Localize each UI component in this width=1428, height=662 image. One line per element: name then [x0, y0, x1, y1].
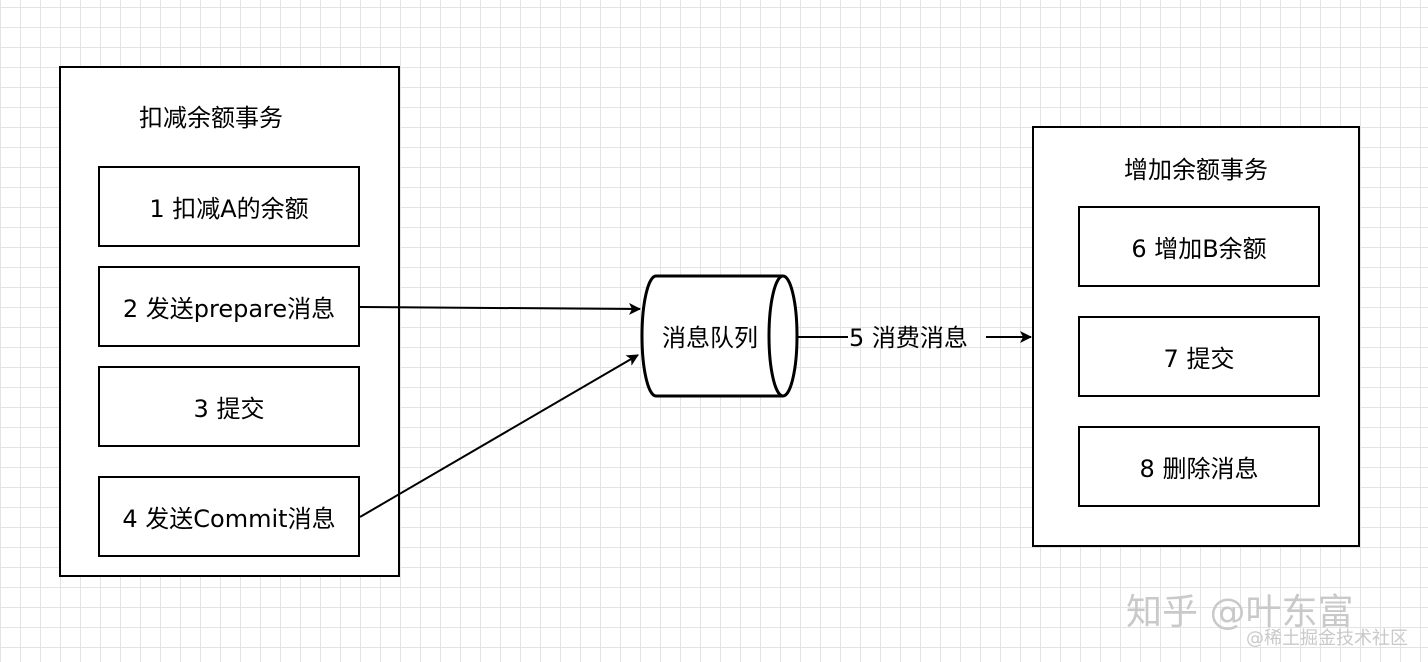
juejin-watermark: @稀土掘金技术社区: [1246, 628, 1408, 649]
step-4-send-commit: 4 发送Commit消息: [98, 476, 360, 557]
step-8-delete-message: 8 删除消息: [1078, 426, 1320, 507]
step-6-increase-b: 6 增加B余额: [1078, 206, 1320, 287]
zhihu-watermark: 知乎 @叶东富: [1126, 592, 1354, 633]
consume-message-label: 5 消费消息: [849, 324, 968, 352]
step-2-send-prepare: 2 发送prepare消息: [98, 266, 360, 347]
step-7-commit: 7 提交: [1078, 316, 1320, 397]
arrow-prepare-to-queue: [359, 302, 641, 315]
message-queue-cylinder: [640, 274, 799, 398]
increase-transaction-title: 增加余额事务: [1124, 156, 1268, 184]
message-queue-label: 消息队列: [662, 324, 758, 352]
step-1-deduct-a: 1 扣减A的余额: [98, 166, 360, 247]
arrow-commit-to-queue: [359, 354, 639, 518]
deduct-transaction-title: 扣减余额事务: [139, 104, 283, 132]
step-3-commit: 3 提交: [98, 366, 360, 447]
